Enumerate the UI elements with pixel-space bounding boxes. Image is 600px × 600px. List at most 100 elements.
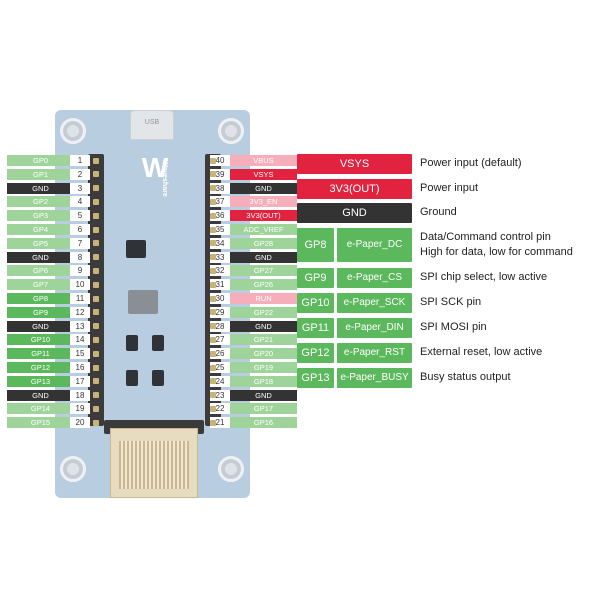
pin-pad <box>93 226 99 233</box>
function-label: e-Paper_RST <box>337 343 412 363</box>
function-desc: Busy status output <box>420 371 511 383</box>
pin-number: 34 <box>210 237 230 249</box>
pin-label: GP3 <box>7 210 74 222</box>
pin-pad <box>210 336 216 343</box>
pin-pad <box>210 323 216 330</box>
chip-4 <box>152 335 164 351</box>
pin-number: 14 <box>70 334 90 346</box>
pin-number: 6 <box>70 224 90 235</box>
pin-label: GP6 <box>7 265 74 277</box>
pin-pad <box>210 198 216 205</box>
pin-number: 23 <box>210 389 230 401</box>
function-desc: SPI MOSI pin <box>420 321 487 333</box>
pin-pad <box>210 378 216 385</box>
pin-number: 3 <box>70 182 90 194</box>
pin-number: 22 <box>210 403 230 415</box>
pin-label: GP1 <box>7 168 74 180</box>
pin-number: 7 <box>70 237 90 249</box>
pin-label: GP2 <box>7 196 74 208</box>
pin-number: 19 <box>70 403 90 415</box>
pin-label: GP17 <box>230 403 297 415</box>
pin-pad <box>210 405 216 412</box>
mount-hole-bottom-left <box>60 456 86 482</box>
pin-number: 36 <box>210 210 230 222</box>
gp-label: GP8 <box>297 228 334 262</box>
pin-label: 3V3_EN <box>230 196 297 208</box>
function-desc: SPI SCK pin <box>420 296 482 308</box>
pin-pad <box>210 364 216 371</box>
pin-pad <box>93 350 99 357</box>
pin-number: 37 <box>210 196 230 208</box>
pin-label: RUN <box>230 293 297 304</box>
pin-label: GP21 <box>230 334 297 346</box>
pin-label: GP18 <box>230 375 297 387</box>
pin-number: 17 <box>70 375 90 387</box>
gp-label: GP10 <box>297 293 334 313</box>
pin-label: GP7 <box>7 279 74 291</box>
power-pin-desc: Ground <box>420 206 457 218</box>
mount-hole-top-left <box>60 118 86 144</box>
pin-number: 33 <box>210 251 230 263</box>
power-pin-label: 3V3(OUT) <box>297 179 412 199</box>
pin-pad <box>93 254 99 261</box>
pin-label: GP8 <box>7 293 74 304</box>
pin-number: 26 <box>210 348 230 360</box>
pin-pad <box>210 185 216 192</box>
gp-label: GP11 <box>297 318 334 338</box>
pin-pad <box>210 226 216 233</box>
pin-number: 8 <box>70 251 90 263</box>
pin-pad <box>93 309 99 316</box>
pin-pad <box>93 295 99 302</box>
chip-2 <box>128 290 158 314</box>
pin-label: GP11 <box>7 348 74 360</box>
chip-3 <box>126 335 138 351</box>
pin-pad <box>93 157 99 164</box>
pin-label: 3V3(OUT) <box>230 210 297 222</box>
pin-pad <box>93 198 99 205</box>
pin-number: 20 <box>70 417 90 429</box>
pin-pad <box>210 212 216 219</box>
pin-pad <box>93 364 99 371</box>
pin-pad <box>210 254 216 261</box>
pin-label: GP9 <box>7 306 74 318</box>
pin-pad <box>210 171 216 178</box>
pin-pad <box>93 419 99 426</box>
pin-number: 30 <box>210 293 230 304</box>
ffc-cable <box>110 428 198 498</box>
pin-number: 31 <box>210 279 230 291</box>
pin-label: GP20 <box>230 348 297 360</box>
function-desc: SPI chip select, low active <box>420 271 548 283</box>
chip-5 <box>126 370 138 386</box>
usb-label: USB <box>144 119 160 126</box>
pin-label: GP10 <box>7 334 74 346</box>
pin-pad <box>93 336 99 343</box>
pin-label: GP28 <box>230 237 297 249</box>
pin-label: GP19 <box>230 362 297 373</box>
pin-pad <box>210 157 216 164</box>
pin-label: GND <box>7 389 74 401</box>
pin-number: 39 <box>210 168 230 180</box>
pin-number: 13 <box>70 320 90 332</box>
pin-number: 2 <box>70 168 90 180</box>
pin-pad <box>93 405 99 412</box>
pin-label: GP14 <box>7 403 74 415</box>
pin-number: 32 <box>210 265 230 277</box>
pin-number: 25 <box>210 362 230 373</box>
pin-label: GP27 <box>230 265 297 277</box>
function-label: e-Paper_CS <box>337 268 412 288</box>
mount-hole-top-right <box>218 118 244 144</box>
pin-pad <box>93 378 99 385</box>
pin-pad <box>210 350 216 357</box>
pin-pad <box>93 212 99 219</box>
gp-label: GP13 <box>297 368 334 388</box>
pin-label: GND <box>7 320 74 332</box>
pin-label: GP15 <box>7 417 74 429</box>
pin-number: 21 <box>210 417 230 429</box>
pin-number: 40 <box>210 155 230 166</box>
pin-number: 4 <box>70 196 90 208</box>
gp-label: GP9 <box>297 268 334 288</box>
pin-label: GND <box>230 389 297 401</box>
pin-label: GND <box>7 182 74 194</box>
pin-number: 24 <box>210 375 230 387</box>
